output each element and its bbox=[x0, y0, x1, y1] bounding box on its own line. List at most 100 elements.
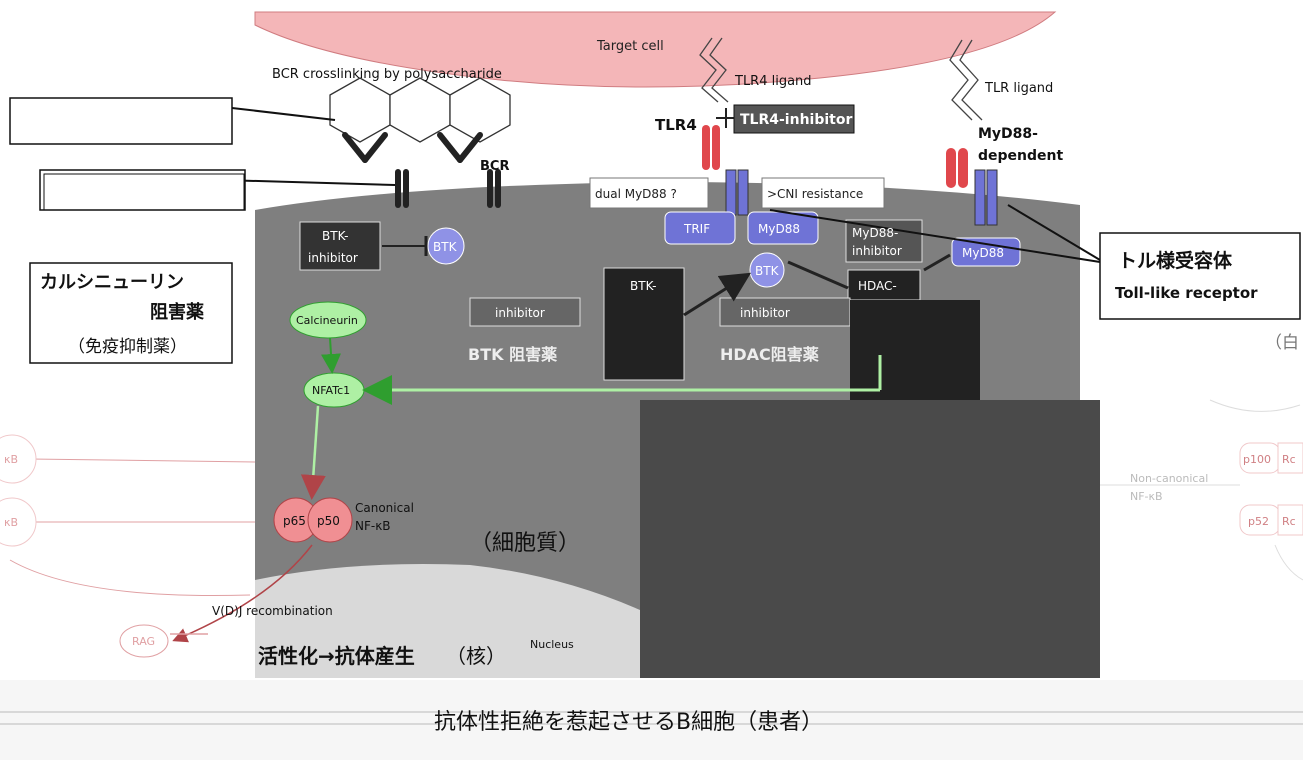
tlr-ligand-label: TLR ligand bbox=[984, 81, 1053, 96]
callout-box-2 bbox=[39, 169, 246, 211]
right-paren-label: （白 bbox=[1265, 333, 1299, 353]
btk-box-right bbox=[603, 267, 685, 381]
polysaccharide-chain bbox=[329, 77, 511, 143]
bcr-receptors bbox=[342, 132, 501, 208]
btk-inhibitor-box bbox=[299, 221, 381, 271]
noncanonical-label-1: Non-canonical bbox=[1130, 472, 1208, 485]
rag-node bbox=[119, 624, 169, 658]
callout-box-2-shadow bbox=[43, 173, 245, 211]
myd88-dependent-label-1: MyD88- bbox=[978, 126, 1038, 142]
p52-label: p52 bbox=[1248, 515, 1269, 528]
calcineurin-jp-label: カルシニューリン bbox=[40, 272, 184, 293]
myd88-node-2 bbox=[951, 237, 1021, 267]
myd88-inhibition bbox=[923, 253, 951, 272]
immunosuppressant-label: （免疫抑制薬） bbox=[68, 337, 187, 357]
target-cell bbox=[254, 11, 1057, 88]
nucleus-jp-label: （核） bbox=[446, 644, 506, 668]
callout-box-1 bbox=[9, 97, 233, 145]
callout-line-myd88 bbox=[769, 209, 1101, 263]
calcineurin-label: Calcineurin bbox=[296, 314, 358, 327]
bottom-caption: 抗体性拒絶を惹起させるB細胞（患者） bbox=[434, 710, 823, 735]
myd88-tlr-receptor bbox=[946, 148, 998, 226]
nucleus bbox=[255, 564, 640, 678]
rc-node-1 bbox=[1277, 442, 1303, 474]
myd88-dependent-label-2: dependent bbox=[978, 148, 1063, 164]
btk-label: BTK bbox=[433, 240, 458, 254]
dual-myd88-label: dual MyD88 ? bbox=[595, 187, 677, 201]
toll-en-label: Toll-like receptor bbox=[1115, 284, 1258, 302]
btk-inhibitor-label-1: BTK- bbox=[322, 229, 349, 243]
myd88-inhibitor-label-2: inhibitor bbox=[852, 244, 902, 258]
left-pink-arc bbox=[9, 559, 251, 597]
hdac-box bbox=[847, 269, 921, 301]
cni-resistance-label: >CNI resistance bbox=[767, 187, 863, 201]
btk-inhibitor-label-2: inhibitor bbox=[308, 251, 358, 265]
bottom-caption-band bbox=[0, 680, 1303, 760]
tlr4-receptor bbox=[702, 125, 749, 216]
myd88-label: MyD88 bbox=[758, 222, 800, 236]
callout-line-toll bbox=[1007, 204, 1101, 261]
hdac-drug-label: HDAC阻害薬 bbox=[720, 345, 820, 364]
canonical-label-2: NF-κB bbox=[355, 519, 391, 533]
inhibitor-label-b: inhibitor bbox=[740, 306, 790, 320]
rc-label-2: Rc bbox=[1282, 515, 1296, 528]
kb-label-2: κB bbox=[4, 516, 18, 529]
p65-label: p65 bbox=[283, 514, 306, 528]
myd88-inhibitor-label-1: MyD88- bbox=[852, 226, 898, 240]
calcineurin-node bbox=[289, 301, 367, 339]
p50-to-rag-edge bbox=[172, 544, 313, 643]
dark-panel bbox=[850, 300, 980, 400]
rag-label: RAG bbox=[132, 635, 155, 648]
btk-label-2: BTK bbox=[755, 264, 780, 278]
dual-myd88-box bbox=[589, 177, 709, 209]
hdac-arrow bbox=[787, 260, 849, 290]
inhibitor-jp-label: 阻害薬 bbox=[150, 301, 204, 323]
right-arc-1 bbox=[1209, 399, 1301, 412]
bcr-label: BCR bbox=[480, 159, 509, 174]
noncanonical-label-2: NF-κB bbox=[1130, 490, 1163, 503]
tlr-ligand-zigzag bbox=[949, 39, 973, 121]
callout-line-1 bbox=[231, 107, 336, 121]
nfatc1-to-p65 bbox=[300, 405, 326, 500]
tlr4-label: TLR4 bbox=[655, 116, 697, 134]
tlrs-label: TLRs bbox=[1005, 179, 1037, 194]
btk-box-arrow bbox=[683, 272, 752, 317]
left-kb-node-1 bbox=[0, 434, 37, 484]
left-pink-edge-1 bbox=[29, 458, 256, 463]
toll-jp-label: トル様受容体 bbox=[1118, 249, 1233, 272]
btk-node bbox=[427, 227, 465, 265]
btk-drug-label: BTK 阻害薬 bbox=[468, 345, 558, 364]
hdac-box-label: HDAC- bbox=[858, 279, 897, 293]
nucleus-label: Nucleus bbox=[530, 638, 574, 651]
trif-node bbox=[664, 211, 736, 245]
vdj-label: V(D)J recombination bbox=[212, 604, 333, 618]
dark-block bbox=[640, 400, 1100, 678]
tlr4-inhibitor-box bbox=[733, 104, 855, 134]
callout-line-2 bbox=[221, 179, 396, 186]
inhibitor-box-b bbox=[719, 297, 851, 327]
kb-label-1: κB bbox=[4, 453, 18, 466]
inhibitor-box-a bbox=[469, 297, 581, 327]
bcr-crosslinking-label: BCR crosslinking by polysaccharide bbox=[272, 67, 502, 82]
right-arc-2 bbox=[1274, 544, 1303, 581]
cni-resistance-box bbox=[761, 177, 885, 209]
cytoplasm-label: （細胞質） bbox=[470, 531, 580, 556]
rc-label-1: Rc bbox=[1282, 453, 1296, 466]
rc-node-2 bbox=[1277, 504, 1303, 536]
tlr4-ligand-zigzag bbox=[699, 37, 719, 103]
toll-callout-box bbox=[1099, 232, 1301, 320]
left-kb-node-2 bbox=[0, 497, 37, 547]
tlr4-inhibitor-label: TLR4-inhibitor bbox=[740, 112, 852, 128]
p100-label: p100 bbox=[1243, 453, 1271, 466]
p50-node bbox=[307, 497, 353, 543]
btk-box-label: BTK- bbox=[630, 279, 657, 293]
myd88-label-2: MyD88 bbox=[962, 246, 1004, 260]
canonical-label-1: Canonical bbox=[355, 501, 414, 515]
nfatc1-label: NFATc1 bbox=[312, 384, 350, 397]
inhibitor-label-a: inhibitor bbox=[495, 306, 545, 320]
calcineurin-callout-box bbox=[29, 262, 233, 364]
trif-label: TRIF bbox=[683, 222, 710, 236]
btk-node-2 bbox=[749, 252, 785, 288]
p50-label: p50 bbox=[317, 514, 340, 528]
